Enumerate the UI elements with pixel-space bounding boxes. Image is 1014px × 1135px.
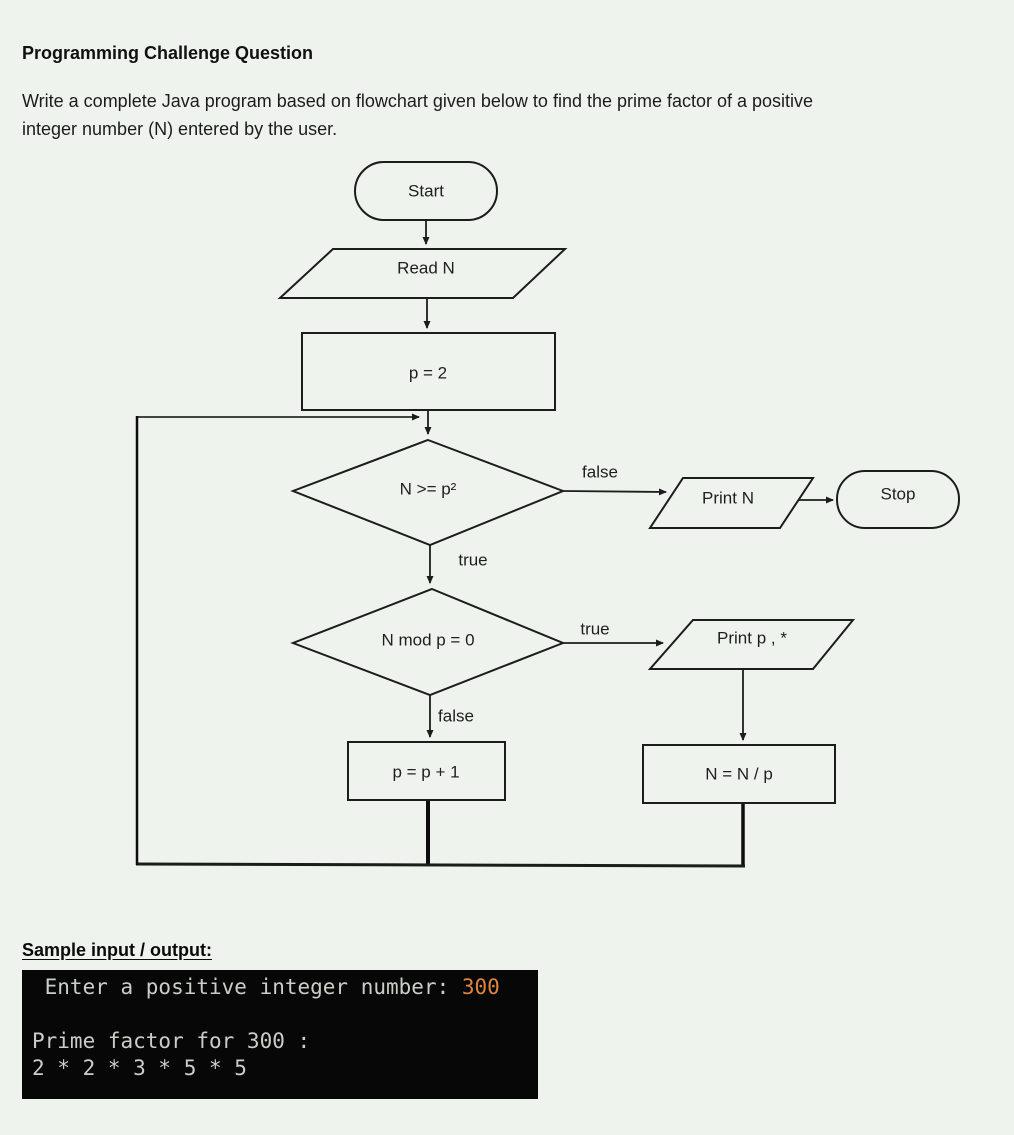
square-true-label: true	[458, 551, 487, 570]
stop-label: Stop	[881, 485, 916, 504]
init-p-label: p = 2	[409, 364, 447, 383]
print-n-label: Print N	[702, 489, 754, 508]
terminal-prompt-text: Enter a positive integer number:	[32, 975, 462, 999]
terminal-result-line-1: Prime factor for 300 :	[32, 1029, 311, 1053]
decision-mod-diamond	[290, 587, 566, 697]
print-p-label: Print p , *	[717, 629, 787, 648]
flowchart-diagram: Start Read N p = 2 N >= p² false true Pr…	[135, 161, 960, 868]
divide-n-label: N = N / p	[705, 765, 773, 784]
read-n-label: Read N	[397, 259, 455, 278]
print-n-parallelogram	[648, 477, 815, 529]
sample-io-heading: Sample input / output:	[22, 940, 212, 960]
read-n-parallelogram	[277, 248, 568, 299]
question-description: Write a complete Java program based on f…	[22, 87, 813, 143]
start-terminator	[354, 161, 498, 221]
terminal-result-line-2: 2 * 2 * 3 * 5 * 5	[32, 1056, 247, 1080]
square-false-label: false	[582, 463, 618, 482]
terminal-input-value: 300	[461, 975, 500, 999]
init-p-process	[301, 332, 556, 411]
page-title: Programming Challenge Question	[22, 43, 314, 63]
description-line-2: integer number (N) entered by the user.	[22, 119, 338, 139]
terminal-window: Enter a positive integer number: 300 Pri…	[22, 970, 538, 1099]
start-label: Start	[408, 182, 444, 201]
divide-n-process	[642, 744, 836, 804]
terminal-prompt-line: Enter a positive integer number: 300	[32, 974, 530, 1001]
decision-square-diamond	[290, 438, 566, 547]
terminal-blank-line	[32, 1001, 530, 1028]
increment-p-label: p = p + 1	[392, 763, 459, 782]
decision-square-label: N >= p²	[400, 480, 457, 499]
stop-terminator	[836, 470, 960, 529]
description-line-1: Write a complete Java program based on f…	[22, 91, 814, 111]
edge-decision1-false	[562, 488, 667, 496]
mod-true-label: true	[580, 620, 609, 639]
print-p-parallelogram	[647, 619, 856, 670]
mod-false-label: false	[438, 707, 474, 726]
edge-loop-bottom	[135, 862, 746, 868]
decision-mod-label: N mod p = 0	[381, 631, 474, 650]
increment-p-process	[347, 741, 506, 801]
